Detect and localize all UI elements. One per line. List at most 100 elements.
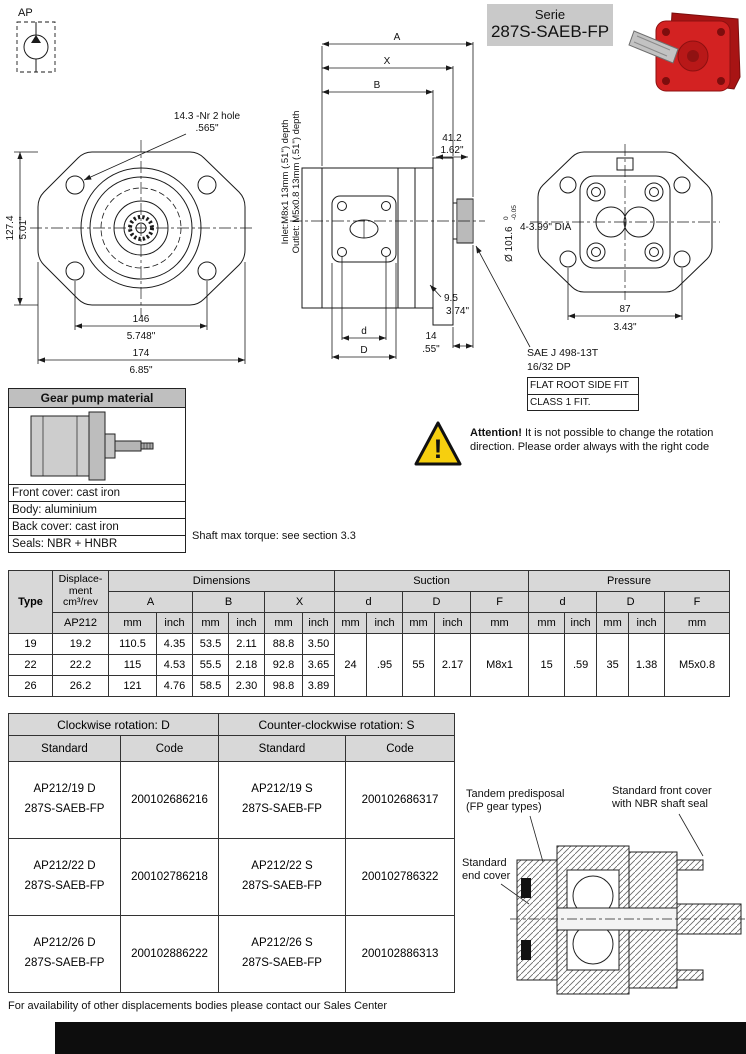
hole-note-2: .565" bbox=[195, 123, 218, 134]
dim-412-in: 1.62" bbox=[440, 145, 463, 156]
tandem-label: Tandem predisposal (FP gear types) bbox=[466, 788, 565, 814]
header-cell: Counter-clockwise rotation: S bbox=[218, 713, 455, 736]
header-cell: mm bbox=[470, 612, 530, 634]
dim-14-mm: 14 bbox=[425, 331, 437, 342]
side-view-dimensions bbox=[321, 41, 531, 360]
data-cell: 200102686216 bbox=[120, 761, 219, 839]
data-cell: 200102886222 bbox=[120, 915, 219, 993]
series-code: 287S-SAEB-FP bbox=[490, 22, 610, 41]
dim-x-label: X bbox=[384, 56, 391, 67]
data-cell: 200102786218 bbox=[120, 838, 219, 916]
material-box: Gear pump material Front cover: cast iro… bbox=[8, 388, 186, 553]
header-cell: d bbox=[528, 591, 598, 613]
header-cell: mm bbox=[264, 612, 303, 634]
header-cell: Suction bbox=[334, 570, 530, 592]
header-cell: Code bbox=[120, 735, 219, 762]
header-cell: Displace- ment cm³/rev bbox=[52, 570, 109, 613]
front-view-dimensions bbox=[14, 133, 246, 364]
material-item: Seals: NBR + HNBR bbox=[9, 535, 185, 552]
technical-drawing: AP 127.4 5.01" 14.3 -Nr 2 hol bbox=[5, 7, 720, 376]
data-cell: 88.8 bbox=[264, 633, 303, 655]
header-cell: X bbox=[263, 591, 336, 613]
dim-87-in: 3.43" bbox=[613, 322, 636, 333]
header-cell: Standard bbox=[218, 735, 346, 762]
spline-note-line4: CLASS 1 FIT. bbox=[528, 393, 638, 411]
footer-note: For availability of other displacements … bbox=[8, 1000, 388, 1012]
dim-95-mm: 9.5 bbox=[444, 293, 458, 304]
header-cell: Pressure bbox=[528, 570, 730, 592]
data-cell: AP212/22 S 287S-SAEB-FP bbox=[218, 838, 346, 916]
dim-174-mm: 174 bbox=[133, 348, 150, 359]
data-cell: 1.38 bbox=[628, 633, 666, 697]
header-cell: F bbox=[470, 591, 530, 613]
spline-note: SAE J 498-13T 16/32 DP FLAT ROOT SIDE FI… bbox=[527, 346, 639, 412]
header-cell: d bbox=[334, 591, 404, 613]
data-cell: 26.2 bbox=[52, 675, 109, 697]
pilot-diameter-label: Ø 101.6 0 -0.05 bbox=[503, 205, 518, 262]
dim-174-in: 6.85" bbox=[129, 365, 152, 376]
warning-icon: ! bbox=[414, 421, 462, 466]
header-cell: Dimensions bbox=[107, 570, 336, 592]
material-pump-drawing bbox=[30, 411, 154, 481]
header-cell: D bbox=[402, 591, 472, 613]
header-cell: mm bbox=[664, 612, 730, 634]
header-cell: inch bbox=[366, 612, 404, 634]
dimension-table: Type Displace- ment cm³/rev Dimensions S… bbox=[8, 570, 730, 697]
data-cell: 110.5 bbox=[108, 633, 157, 655]
dim-87-mm: 87 bbox=[619, 304, 631, 315]
header-cell: mm bbox=[402, 612, 436, 634]
dim-146-in: 5.748" bbox=[127, 331, 156, 342]
data-cell: 2.18 bbox=[228, 654, 265, 676]
dim-d-small-label: d bbox=[361, 326, 367, 337]
data-cell: 200102886313 bbox=[345, 915, 455, 993]
svg-text:0: 0 bbox=[503, 216, 510, 220]
table-row: AP212/26 D 287S-SAEB-FP 200102886222 AP2… bbox=[8, 915, 455, 993]
hole-note-1: 14.3 -Nr 2 hole bbox=[174, 111, 241, 122]
data-cell: 92.8 bbox=[264, 654, 303, 676]
data-cell: .95 bbox=[366, 633, 404, 697]
data-cell: 2.17 bbox=[434, 633, 472, 697]
header-cell: mm bbox=[334, 612, 368, 634]
dim-height-mm: 127.4 bbox=[5, 215, 16, 240]
data-cell: 4.35 bbox=[156, 633, 193, 655]
attention-note: Attention! It is not possible to change … bbox=[470, 426, 742, 455]
ap-label: AP bbox=[18, 7, 33, 19]
spline-note-line1: SAE J 498-13T bbox=[527, 347, 599, 359]
header-cell: inch bbox=[434, 612, 472, 634]
dim-a-label: A bbox=[394, 32, 401, 43]
table-row: 19 19.2 110.5 4.35 53.5 2.11 88.8 3.50 2… bbox=[8, 633, 730, 697]
data-cell: 53.5 bbox=[192, 633, 229, 655]
shaft-torque-note: Shaft max torque: see section 3.3 bbox=[192, 530, 356, 542]
header-cell: Code bbox=[345, 735, 455, 762]
header-cell: AP212 bbox=[52, 612, 109, 634]
ap-symbol bbox=[16, 21, 56, 73]
back-view-dimensions bbox=[567, 268, 683, 320]
spline-note-line3: FLAT ROOT SIDE FIT bbox=[530, 380, 629, 392]
header-cell: Standard bbox=[8, 735, 121, 762]
data-cell: 22.2 bbox=[52, 654, 109, 676]
footer-bar bbox=[55, 1022, 746, 1054]
dim-14-in: .55" bbox=[422, 344, 440, 355]
front-view bbox=[30, 140, 253, 317]
data-cell: 3.89 bbox=[301, 675, 336, 697]
data-cell: AP212/22 D 287S-SAEB-FP bbox=[8, 838, 121, 916]
data-cell: 35 bbox=[596, 633, 630, 697]
outlet-label: Outlet: M5x0.8 13mm (.51") depth bbox=[291, 111, 302, 254]
header-cell: F bbox=[664, 591, 730, 613]
dim-95-in: 3.74" bbox=[446, 306, 469, 317]
material-item: Back cover: cast iron bbox=[9, 518, 185, 535]
data-cell: 121 bbox=[108, 675, 157, 697]
header-cell: inch bbox=[564, 612, 598, 634]
data-cell: 200102786322 bbox=[345, 838, 455, 916]
header-cell: A bbox=[108, 591, 193, 613]
data-cell: 19.2 bbox=[52, 633, 109, 655]
header-cell: inch bbox=[628, 612, 666, 634]
data-cell: 2.30 bbox=[228, 675, 265, 697]
header-cell: Type bbox=[8, 570, 53, 634]
data-cell: 24 bbox=[334, 633, 368, 697]
dim-d-big-label: D bbox=[360, 345, 367, 356]
material-item: Body: aluminium bbox=[9, 501, 185, 518]
data-cell: 15 bbox=[528, 633, 566, 697]
rotation-table: Clockwise rotation: D Counter-clockwise … bbox=[8, 713, 455, 993]
